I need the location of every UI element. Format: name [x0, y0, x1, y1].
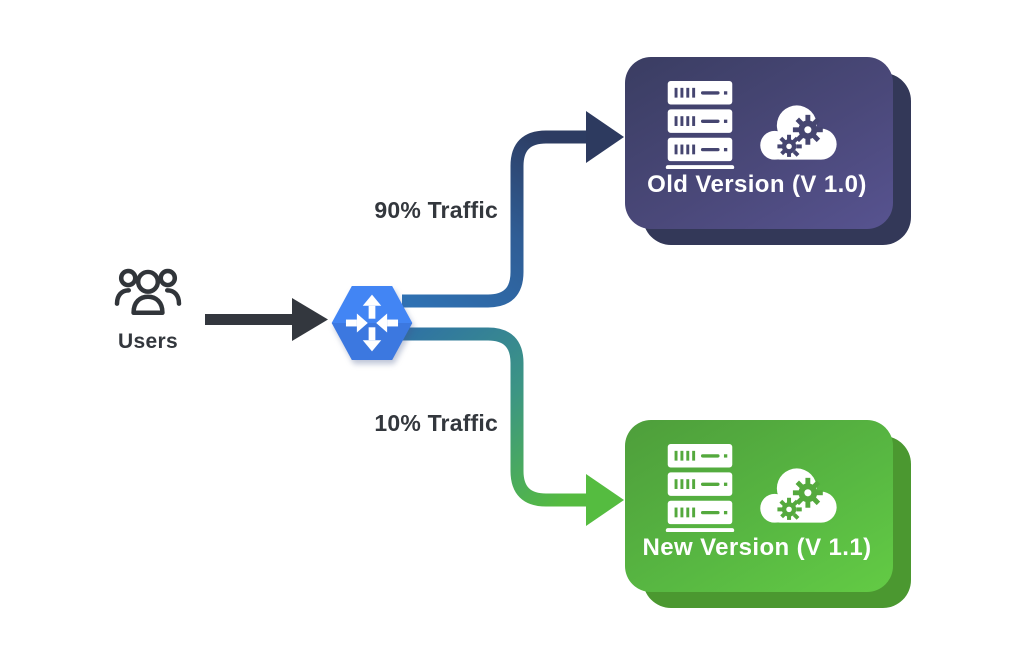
new-version-title: New Version (V 1.1) — [642, 534, 872, 561]
users-to-lb-arrow — [205, 298, 328, 341]
cloud-gears-icon — [760, 468, 837, 523]
edge-90-path — [402, 130, 586, 308]
gear-icon — [777, 477, 823, 520]
users-group-icon — [114, 268, 182, 316]
edge-10-path — [402, 327, 586, 507]
load-balancer-icon — [331, 286, 413, 360]
old-version-icons — [665, 81, 843, 169]
new-version-card: New Version (V 1.1) — [625, 420, 893, 592]
users-node: Users — [98, 262, 198, 354]
server-rack-icon — [665, 444, 735, 532]
old-version-title: Old Version (V 1.0) — [647, 171, 867, 198]
server-rack-icon — [665, 81, 735, 169]
new-version-icons — [665, 444, 843, 532]
edge-10-traffic — [402, 327, 624, 526]
edge-90-arrowhead-icon — [586, 111, 624, 163]
edge-90-label: 90% Traffic — [374, 197, 498, 223]
users-label: Users — [118, 330, 178, 353]
load-balancer-node — [330, 280, 414, 366]
cloud-gears-icon — [760, 105, 837, 160]
old-version-card: Old Version (V 1.0) — [625, 57, 893, 229]
edge-90-traffic — [402, 111, 624, 308]
edge-10-label: 10% Traffic — [374, 410, 498, 436]
edge-10-arrowhead-icon — [586, 474, 624, 526]
